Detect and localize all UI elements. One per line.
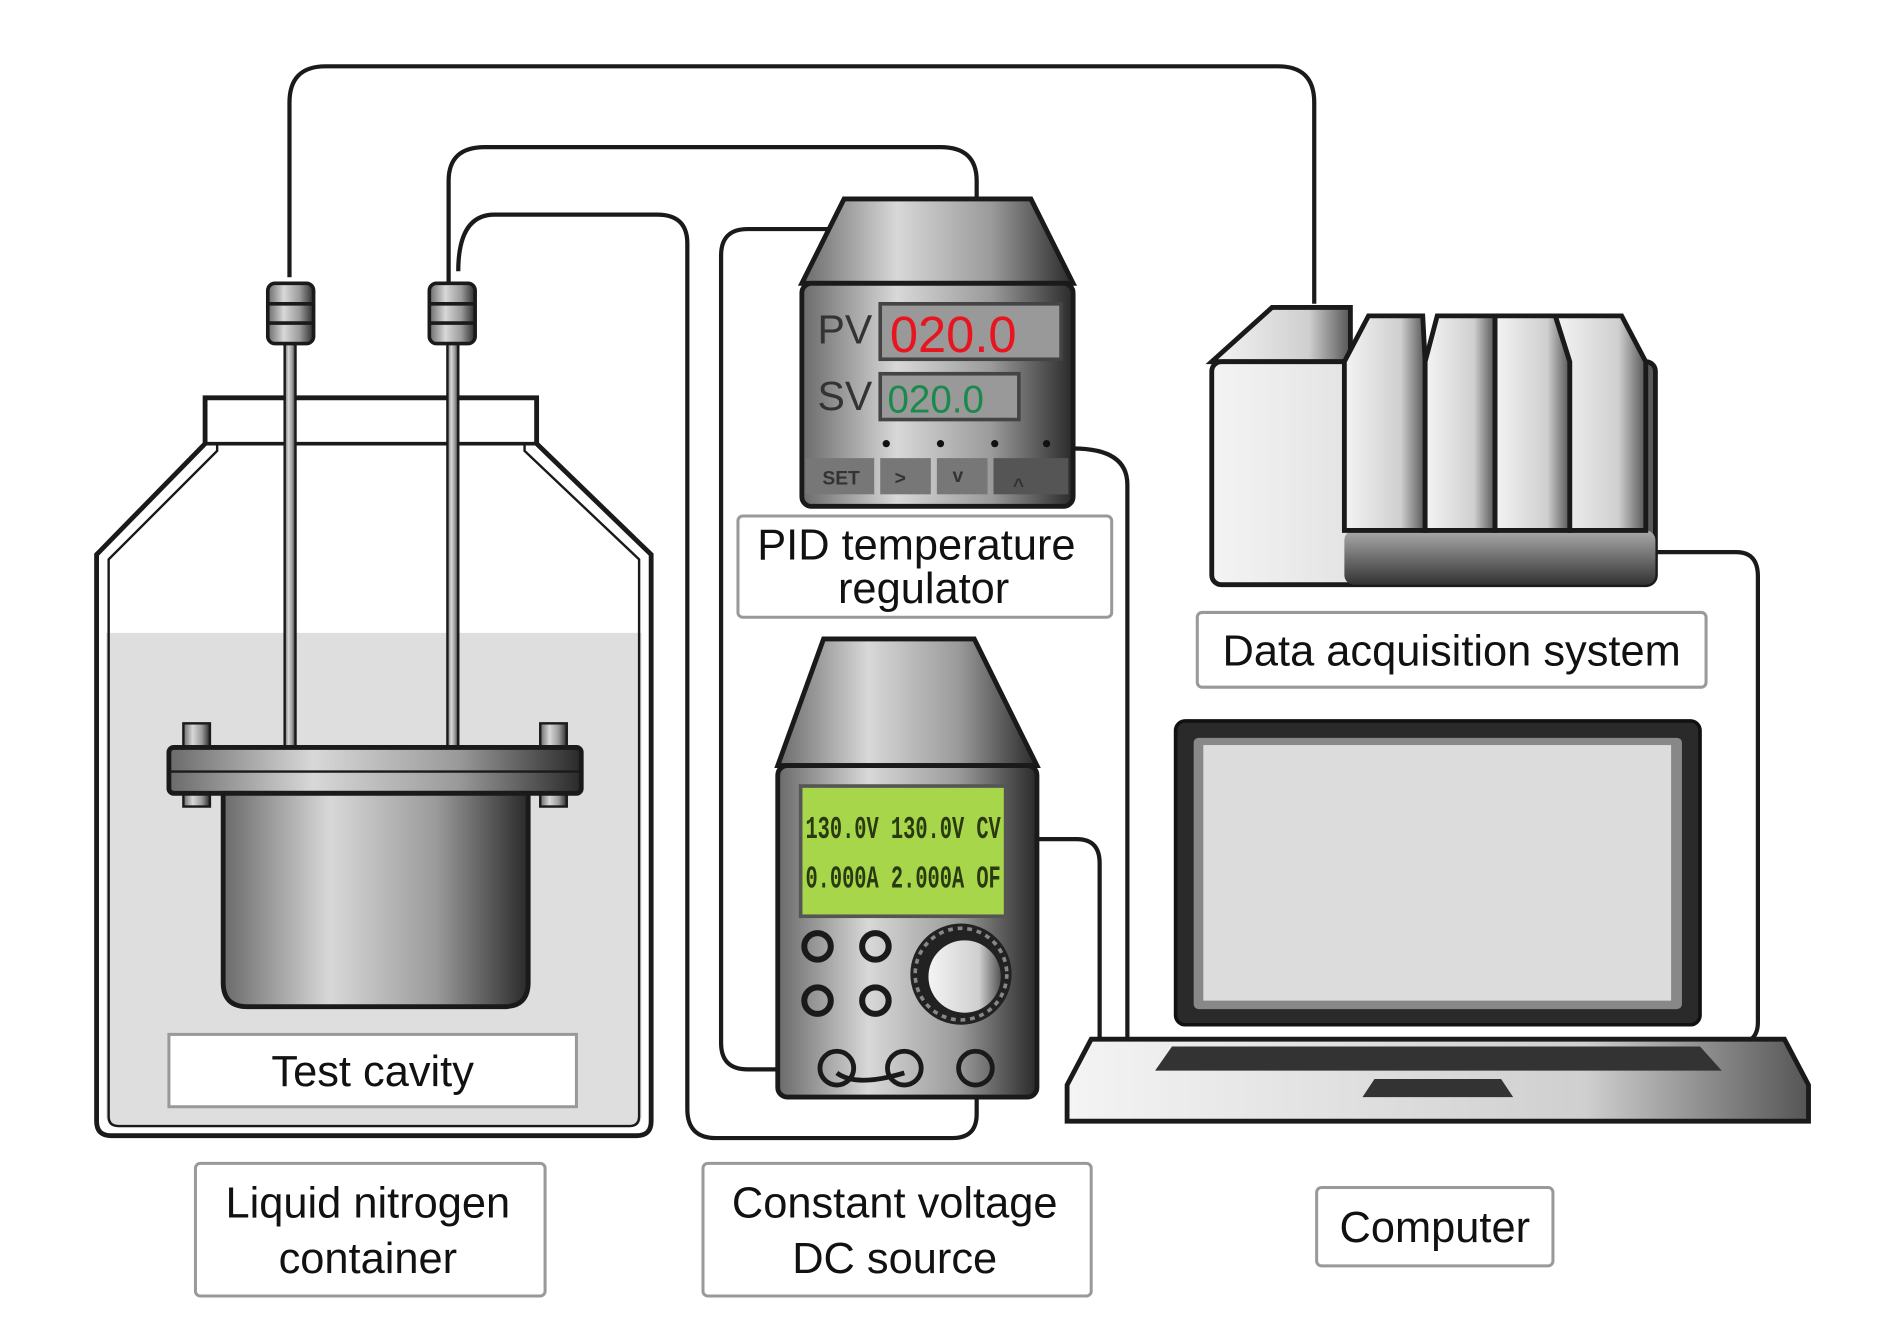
connector-right-icon — [427, 281, 477, 346]
pid-set-button: SET — [822, 469, 860, 490]
dc-button-icon — [801, 930, 834, 963]
pid-label-line1: PID temperature — [757, 521, 1075, 569]
liquid-nitrogen-container: Test cavity — [94, 281, 654, 1139]
pid-temperature-regulator: PV 020.0 SV 020.0 SET > v ^ PID temperat… — [736, 196, 1114, 619]
dc-button-icon — [859, 984, 892, 1017]
pid-label-line2: regulator — [838, 565, 1009, 613]
ln2-label-line2: container — [279, 1235, 458, 1283]
wire-dc-to-computer — [1036, 836, 1102, 1052]
wires — [287, 64, 1761, 1141]
dc-display-line1: 130.0V 130.0V CV — [805, 813, 1000, 848]
daq-label: Data acquisition system — [1223, 627, 1681, 675]
pid-down-button: v — [953, 466, 964, 487]
connector-left-icon — [265, 281, 316, 346]
sv-label: SV — [818, 373, 873, 419]
rod-left — [283, 342, 297, 753]
dc-button-icon — [801, 984, 834, 1017]
wire-rod1-to-daq — [287, 64, 1317, 304]
pid-right-button: > — [895, 469, 906, 490]
constant-voltage-dc-source: 130.0V 130.0V CV 0.000A 2.000A OF Consta… — [701, 636, 1093, 1298]
rod-right — [446, 342, 460, 753]
ln2-label-line1: Liquid nitrogen — [226, 1180, 511, 1228]
pv-value: 020.0 — [890, 306, 1017, 363]
test-cavity-label: Test cavity — [271, 1048, 474, 1096]
dc-display-line2: 0.000A 2.000A OF — [805, 862, 1000, 897]
pid-up-button: ^ — [1013, 476, 1024, 497]
wire-rod2-to-pid — [446, 144, 979, 284]
wire-pid-to-dc — [718, 226, 845, 1072]
dc-label-line1: Constant voltage — [732, 1180, 1058, 1228]
dc-button-icon — [859, 930, 892, 963]
computer-label: Computer — [1340, 1204, 1531, 1252]
computer: Computer — [1064, 719, 1811, 1268]
wire-pid-to-computer — [1073, 446, 1130, 1052]
sv-value: 020.0 — [887, 378, 983, 421]
wire-rod2-to-dc — [456, 212, 979, 1141]
dc-label-line2: DC source — [792, 1235, 997, 1283]
pv-label: PV — [818, 307, 873, 353]
dc-terminals — [817, 1048, 995, 1088]
data-acquisition-system: Data acquisition system — [1195, 305, 1708, 689]
test-cavity — [166, 722, 584, 1010]
